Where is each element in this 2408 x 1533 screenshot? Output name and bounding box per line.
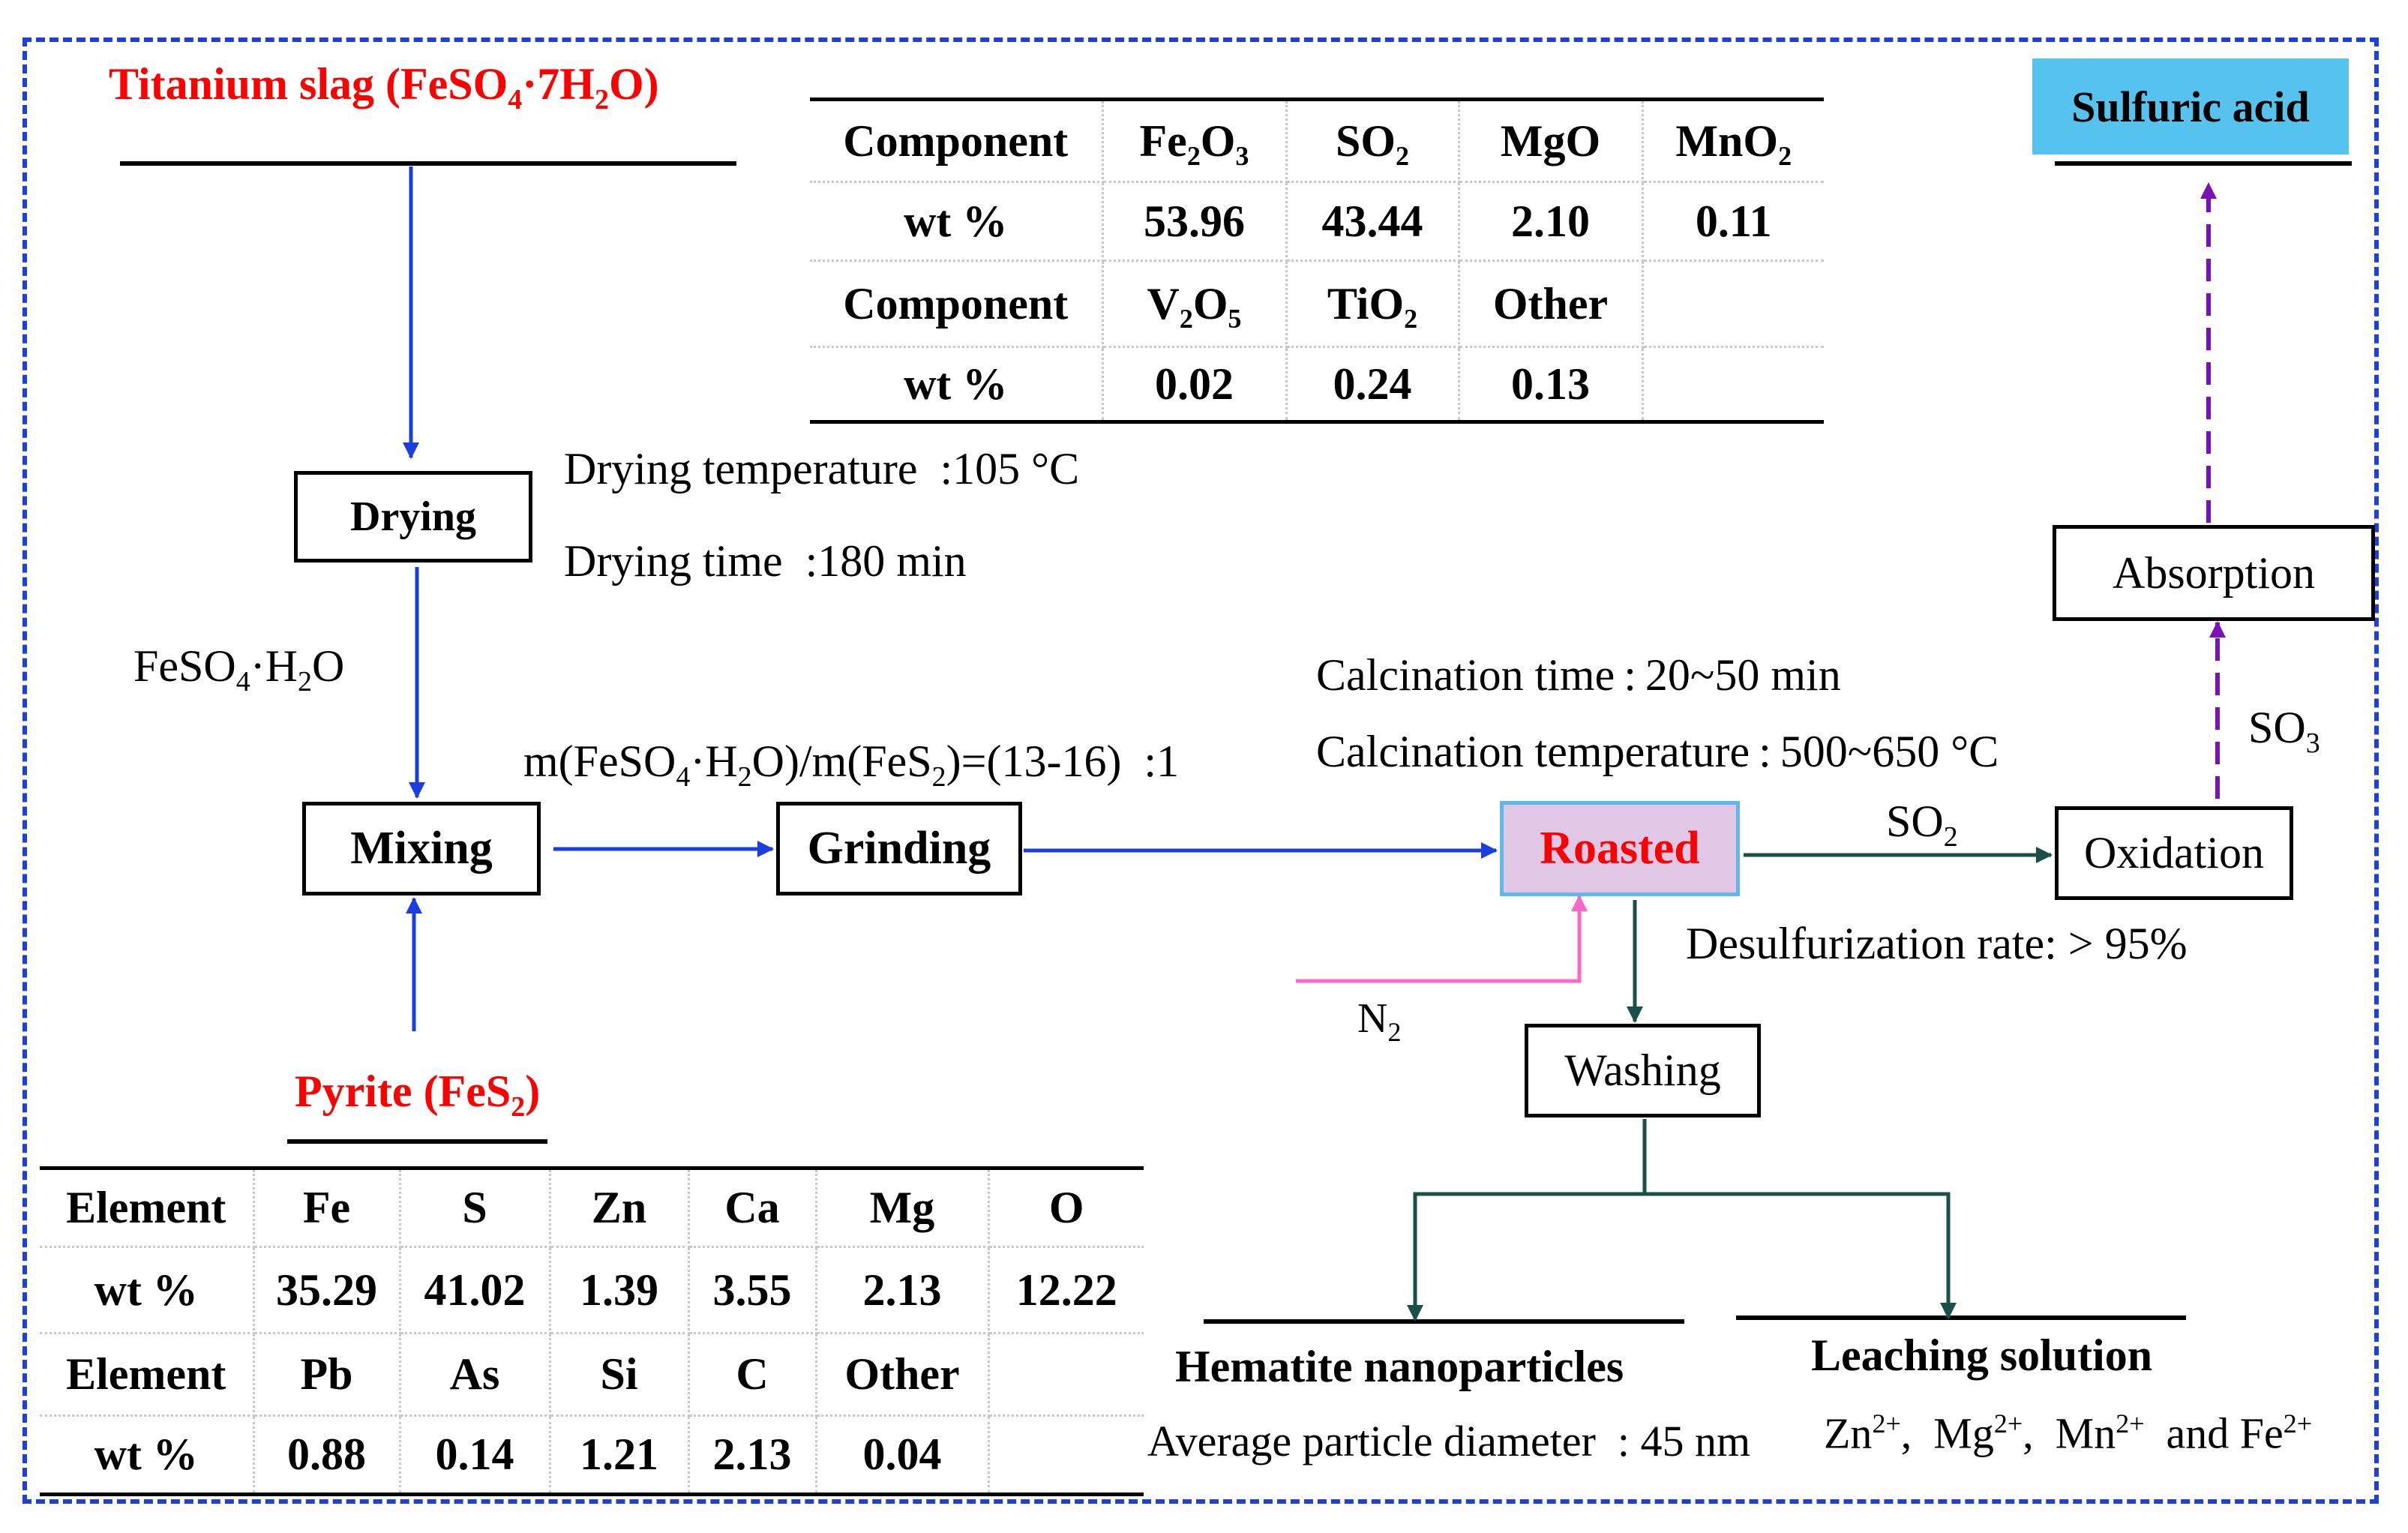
slag-cell: Component	[810, 99, 1104, 183]
slag-cell: MgO	[1459, 99, 1644, 183]
slag-cell: 0.24	[1286, 346, 1460, 422]
sulfuric-acid-box: Sulfuric acid	[2032, 58, 2349, 154]
pyrite-cell: Other	[816, 1333, 990, 1417]
slag-cell: 0.11	[1642, 182, 1824, 262]
mass-ratio-text: m(FeSO4·H2O)/m(FeS2)=(13-16) :1	[523, 736, 1180, 793]
pyrite-cell: 0.14	[400, 1415, 551, 1495]
leaching-ions-text: Zn2+, Mg2+, Mn2+ and Fe2+	[1824, 1408, 2313, 1458]
pyrite-cell: 2.13	[816, 1246, 990, 1334]
n2-label: N2	[1357, 995, 1402, 1048]
desulfurization-rate-text: Desulfurization rate: > 95%	[1686, 919, 2188, 968]
pyrite-cell: As	[400, 1333, 551, 1417]
pyrite-cell: wt %	[40, 1415, 255, 1495]
pyrite-row: wt % 35.29 41.02 1.39 3.55 2.13 12.22	[40, 1246, 1144, 1334]
pyrite-cell: Zn	[550, 1168, 690, 1248]
pyrite-cell	[988, 1333, 1144, 1417]
washing-box: Washing	[1525, 1024, 1761, 1118]
slag-row: wt % 0.02 0.24 0.13	[810, 346, 1824, 422]
split-line	[1407, 1119, 1647, 1322]
slag-cell: V₂O₅	[1102, 260, 1288, 348]
pyrite-cell: Pb	[253, 1333, 401, 1417]
pyrite-cell: wt %	[40, 1246, 255, 1334]
slag-row: Component Fe₂O₃ SO₂ MgO MnO₂	[810, 99, 1824, 183]
dashed-frame	[22, 38, 2379, 1504]
pyrite-cell: S	[400, 1168, 551, 1248]
drying-temperature-text: Drying temperature :105 °C	[564, 444, 1080, 494]
pyrite-cell: 0.04	[816, 1415, 990, 1495]
slag-composition-table: Component Fe₂O₃ SO₂ MgO MnO₂ wt % 53.96 …	[810, 98, 1824, 424]
slag-cell: SO₂	[1286, 99, 1460, 183]
slag-cell: TiO₂	[1286, 260, 1460, 348]
mixing-box: Mixing	[302, 802, 541, 896]
grinding-box: Grinding	[776, 802, 1022, 896]
slag-cell: 2.10	[1459, 182, 1644, 262]
slag-cell: MnO₂	[1642, 99, 1824, 183]
slag-cell: 43.44	[1286, 182, 1460, 262]
roasted-box: Roasted	[1500, 801, 1740, 896]
pyrite-cell: 1.39	[550, 1246, 690, 1334]
pyrite-cell: 3.55	[688, 1246, 817, 1334]
calcination-time-text: Calcination time : 20~50 min	[1316, 650, 1841, 700]
titanium-slag-label: Titanium slag (FeSO4·7H2O)	[109, 59, 659, 116]
pyrite-cell: Si	[550, 1333, 690, 1417]
pyrite-cell: 41.02	[400, 1246, 551, 1334]
drying-box: Drying	[294, 471, 532, 562]
pyrite-cell: C	[688, 1333, 817, 1417]
slag-cell: wt %	[810, 182, 1104, 262]
pyrite-cell: Mg	[816, 1168, 990, 1248]
slag-row: Component V₂O₅ TiO₂ Other	[810, 260, 1824, 348]
slag-cell: wt %	[810, 346, 1104, 422]
pyrite-row: Element Fe S Zn Ca Mg O	[40, 1168, 1144, 1248]
pyrite-cell: Fe	[253, 1168, 401, 1248]
pyrite-row: Element Pb As Si C Other	[40, 1333, 1144, 1417]
slag-cell: 53.96	[1102, 182, 1288, 262]
particle-diameter-text: Average particle diameter : 45 nm	[1147, 1417, 1751, 1466]
pyrite-cell: Element	[40, 1168, 255, 1248]
hematite-label: Hematite nanoparticles	[1175, 1342, 1624, 1391]
slag-cell: 0.13	[1459, 346, 1644, 422]
so2-label: SO2	[1886, 796, 1958, 853]
pyrite-cell: O	[988, 1168, 1144, 1248]
leaching-solution-label: Leaching solution	[1811, 1330, 2153, 1380]
pyrite-cell: Element	[40, 1333, 255, 1417]
calcination-temperature-text: Calcination temperature : 500~650 °C	[1316, 727, 1999, 776]
pyrite-cell: Ca	[688, 1168, 817, 1248]
pyrite-cell: 0.88	[253, 1415, 401, 1495]
pyrite-label: Pyrite (FeS2)	[295, 1066, 541, 1123]
slag-cell	[1642, 260, 1824, 348]
absorption-box: Absorption	[2053, 525, 2375, 621]
n2-inlet-line	[1296, 895, 1588, 983]
pyrite-cell: 35.29	[253, 1246, 401, 1334]
slag-cell: Other	[1459, 260, 1644, 348]
pyrite-cell: 2.13	[688, 1415, 817, 1495]
split-line-right	[1645, 1192, 1957, 1319]
pyrite-cell: 12.22	[988, 1246, 1144, 1334]
pyrite-row: wt % 0.88 0.14 1.21 2.13 0.04	[40, 1415, 1144, 1495]
pyrite-composition-table: Element Fe S Zn Ca Mg O wt % 35.29 41.02…	[40, 1166, 1144, 1496]
drying-time-text: Drying time :180 min	[564, 536, 967, 586]
slag-cell	[1642, 347, 1824, 422]
intermediate-label: FeSO4·H2O	[133, 641, 345, 698]
slag-cell: 0.02	[1102, 346, 1288, 422]
slag-cell: Fe₂O₃	[1102, 99, 1288, 183]
oxidation-box: Oxidation	[2055, 806, 2293, 900]
pyrite-cell: 1.21	[550, 1415, 690, 1495]
pyrite-cell	[988, 1416, 1144, 1495]
slag-cell: Component	[810, 260, 1104, 348]
so3-label: SO3	[2248, 703, 2320, 759]
slag-row: wt % 53.96 43.44 2.10 0.11	[810, 182, 1824, 262]
